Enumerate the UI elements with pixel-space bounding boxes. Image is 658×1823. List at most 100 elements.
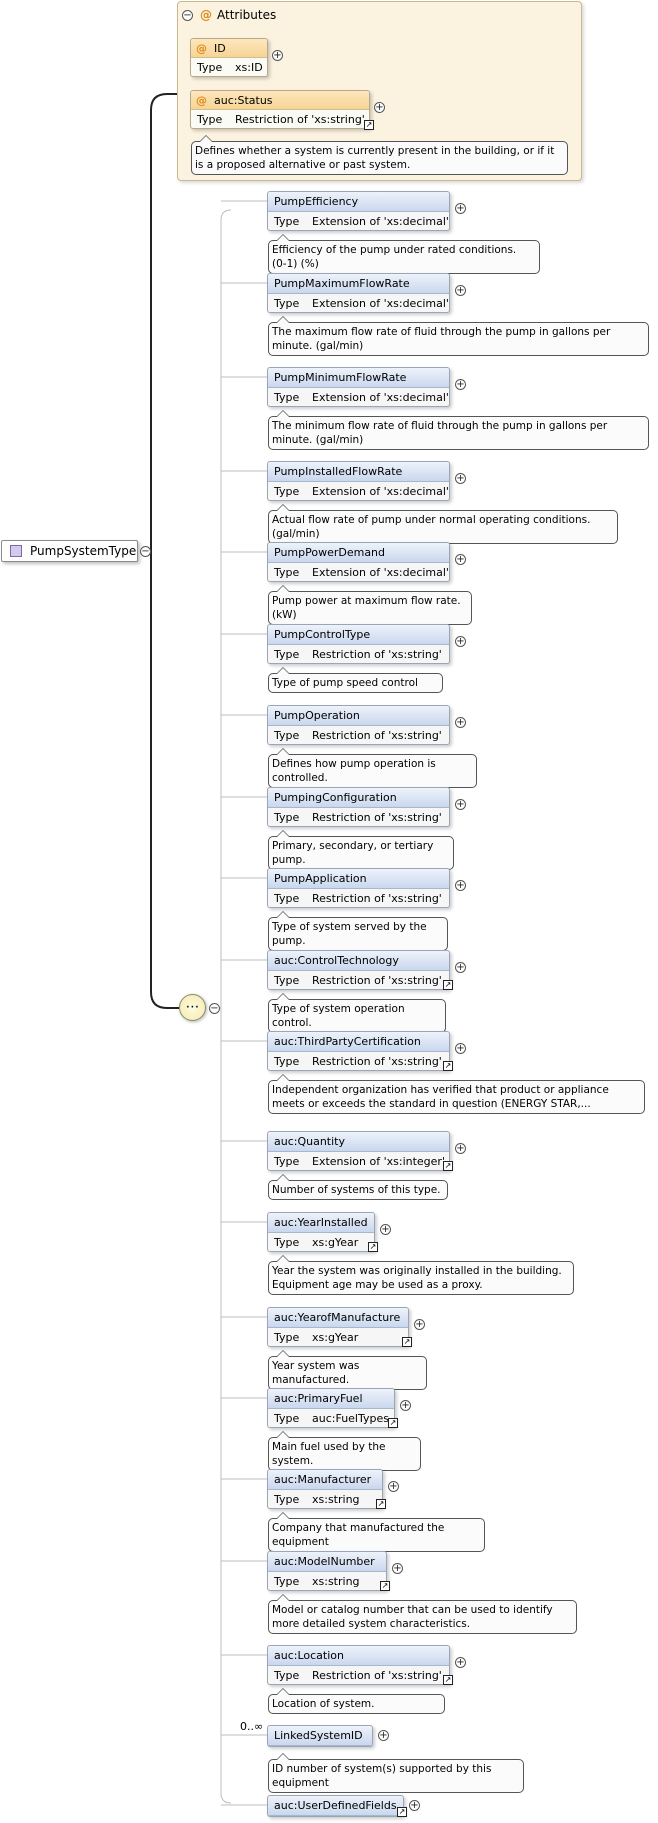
expand-toggle[interactable]: + xyxy=(388,1481,399,1492)
attribute-name: auc:Status xyxy=(214,93,273,107)
expand-toggle[interactable]: + xyxy=(455,880,466,891)
element-card[interactable]: auc:UserDefinedFields xyxy=(267,1795,404,1817)
expand-toggle[interactable]: + xyxy=(414,1319,425,1330)
expand-toggle[interactable]: + xyxy=(455,379,466,390)
element-name: LinkedSystemID xyxy=(268,1726,372,1746)
type-label: Type xyxy=(274,1492,300,1506)
element-card[interactable]: LinkedSystemID xyxy=(267,1725,373,1747)
expand-toggle[interactable]: + xyxy=(378,1730,389,1741)
element-name: PumpingConfiguration xyxy=(268,788,449,808)
type-link-icon[interactable]: ↗ xyxy=(397,1807,407,1817)
attributes-collapse-toggle[interactable]: − xyxy=(182,9,193,21)
element-documentation: Location of system. xyxy=(268,1694,445,1714)
element-documentation: Year system was manufactured. xyxy=(268,1356,427,1390)
element-type-row: Type Restriction of 'xs:string' xyxy=(268,889,449,907)
element-documentation-pointer xyxy=(276,410,290,417)
expand-toggle[interactable]: + xyxy=(455,799,466,810)
expand-toggle[interactable]: + xyxy=(455,1657,466,1668)
expand-toggle[interactable]: + xyxy=(455,1143,466,1154)
element-type-value: Restriction of 'xs:string' xyxy=(312,891,442,905)
element-type-value: Extension of 'xs:decimal' xyxy=(312,565,449,579)
sequence-compositor-icon[interactable]: ⋯ xyxy=(179,994,206,1021)
type-label: Type xyxy=(274,647,300,661)
type-label: Type xyxy=(274,891,300,905)
attribute-type-value: Restriction of 'xs:string' xyxy=(235,112,365,126)
type-link-icon[interactable]: ↗ xyxy=(380,1581,390,1591)
element-documentation-pointer xyxy=(276,316,290,323)
expand-toggle[interactable]: + xyxy=(409,1800,420,1811)
expand-toggle[interactable]: + xyxy=(455,203,466,214)
attribute-at-icon: @ xyxy=(196,93,207,107)
expand-toggle[interactable]: + xyxy=(455,717,466,728)
expand-toggle[interactable]: + xyxy=(455,285,466,296)
element-name: auc:Location xyxy=(268,1646,449,1666)
expand-toggle[interactable]: + xyxy=(400,1400,411,1411)
expand-toggle[interactable]: + xyxy=(380,1224,391,1235)
element-documentation: Defines how pump operation is controlled… xyxy=(268,754,477,788)
type-link-icon[interactable]: ↗ xyxy=(368,1242,378,1252)
element-name: PumpOperation xyxy=(268,706,449,726)
type-link-icon[interactable]: ↗ xyxy=(376,1499,386,1509)
element-documentation-pointer xyxy=(276,1753,290,1760)
type-label: Type xyxy=(274,1574,300,1588)
element-documentation-pointer xyxy=(276,1174,290,1181)
element-documentation-pointer xyxy=(276,1074,290,1081)
expand-toggle[interactable]: + xyxy=(455,1043,466,1054)
element-documentation: Company that manufactured the equipment xyxy=(268,1518,485,1552)
type-link-icon[interactable]: ↗ xyxy=(443,1061,453,1071)
attribute-type-value: xs:ID xyxy=(235,60,263,74)
type-link-icon[interactable]: ↗ xyxy=(388,1418,398,1428)
element-documentation-pointer xyxy=(276,748,290,755)
type-link-icon[interactable]: ↗ xyxy=(443,1161,453,1171)
expand-toggle[interactable]: + xyxy=(455,962,466,973)
expand-toggle[interactable]: + xyxy=(455,473,466,484)
root-collapse-toggle[interactable]: − xyxy=(140,546,151,557)
expand-toggle[interactable]: + xyxy=(272,50,283,61)
linked-system-occurrence: 0..∞ xyxy=(240,1720,264,1733)
expand-toggle[interactable]: + xyxy=(374,102,385,113)
element-type-value: Extension of 'xs:decimal' xyxy=(312,484,449,498)
attributes-header: − @ Attributes xyxy=(182,6,276,24)
attribute-documentation: Defines whether a system is currently pr… xyxy=(191,141,568,175)
element-type-value: xs:gYear xyxy=(312,1235,359,1249)
expand-toggle[interactable]: + xyxy=(392,1563,403,1574)
type-link-icon[interactable]: ↗ xyxy=(402,1337,412,1347)
type-label: Type xyxy=(274,810,300,824)
type-label: Type xyxy=(197,60,223,74)
root-complex-type[interactable]: PumpSystemType xyxy=(1,540,138,562)
type-label: Type xyxy=(274,1668,300,1682)
type-link-icon[interactable]: ↗ xyxy=(443,1675,453,1685)
attributes-title: Attributes xyxy=(217,8,277,22)
element-documentation: Type of system served by the pump. xyxy=(268,917,448,951)
expand-toggle[interactable]: + xyxy=(455,554,466,565)
type-link-icon[interactable]: ↗ xyxy=(443,980,453,990)
expand-toggle[interactable]: + xyxy=(455,636,466,647)
sequence-collapse-toggle[interactable]: − xyxy=(209,1003,220,1014)
type-link-icon[interactable]: ↗ xyxy=(364,120,374,130)
